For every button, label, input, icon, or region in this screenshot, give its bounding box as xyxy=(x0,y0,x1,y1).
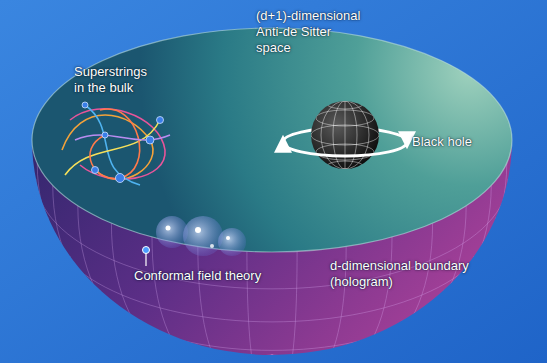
leader-line xyxy=(145,253,146,266)
bulk-label: Superstrings in the bulk xyxy=(74,64,158,96)
grid-line xyxy=(70,256,474,350)
grid-line xyxy=(152,237,272,363)
cft-bubbles xyxy=(156,216,246,256)
grid-line xyxy=(272,251,297,363)
grid-line xyxy=(272,237,392,363)
space-label: (d+1)-dimensional Anti-de Sitter space xyxy=(256,8,368,56)
boundary-label: d-dimensional boundary (hologram) xyxy=(330,258,470,290)
label-slot: Black hole xyxy=(412,134,486,150)
label-slot: Superstrings in the bulk xyxy=(74,64,158,96)
grid-line xyxy=(142,321,402,363)
superstrings xyxy=(62,105,170,185)
orbit-front xyxy=(283,142,407,156)
grid-line xyxy=(197,344,347,363)
black-hole-label: Black hole xyxy=(412,134,486,150)
cft-label: Conformal field theory xyxy=(134,268,284,284)
ads-interior xyxy=(32,28,512,252)
grid-line xyxy=(101,291,444,363)
leader-dot xyxy=(143,247,150,254)
label-slot: (d+1)-dimensional Anti-de Sitter space xyxy=(256,8,368,56)
grid-line xyxy=(198,247,272,363)
rim xyxy=(32,28,512,252)
black-hole-grid xyxy=(311,99,379,171)
string-particles xyxy=(82,102,164,183)
label-slot: d-dimensional boundary (hologram) xyxy=(330,258,470,290)
label-slot: Conformal field theory xyxy=(134,268,284,284)
black-hole-sphere xyxy=(311,101,379,169)
